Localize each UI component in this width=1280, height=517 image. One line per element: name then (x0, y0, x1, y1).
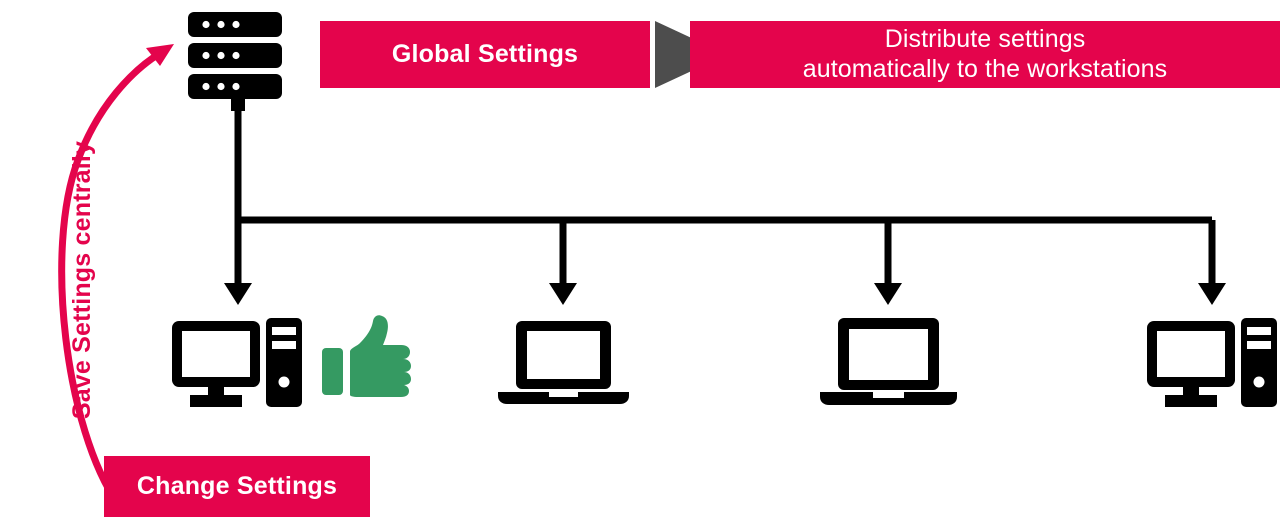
banner-change-settings[interactable]: Change Settings (104, 456, 370, 517)
banner-distribute-line2: automatically to the workstations (802, 54, 1168, 83)
arrowhead-3 (874, 283, 902, 305)
laptop-icon-3 (820, 318, 957, 405)
desktop-computer-icon-1 (172, 318, 302, 407)
banner-distribute-line1: Distribute settings (884, 25, 1086, 53)
desktop-computer-icon-4 (1147, 318, 1277, 407)
label-save-settings-centrally: Save Settings centrally (65, 120, 99, 440)
banner-distribute-settings[interactable]: Distribute settings automatically to the… (690, 21, 1280, 88)
arrowhead-4 (1198, 283, 1226, 305)
server-rack-icon (188, 12, 282, 111)
label-save-settings-centrally-text: Save Settings centrally (67, 140, 96, 420)
arrowhead-1 (224, 283, 252, 305)
banner-global-settings[interactable]: Global Settings (320, 21, 650, 88)
feedback-arrowhead (146, 44, 174, 66)
banner-global-settings-label: Global Settings (391, 40, 579, 68)
arrowhead-2 (549, 283, 577, 305)
laptop-icon-2 (498, 321, 629, 404)
thumbs-up-icon (322, 315, 411, 397)
banner-change-settings-label: Change Settings (136, 472, 338, 500)
